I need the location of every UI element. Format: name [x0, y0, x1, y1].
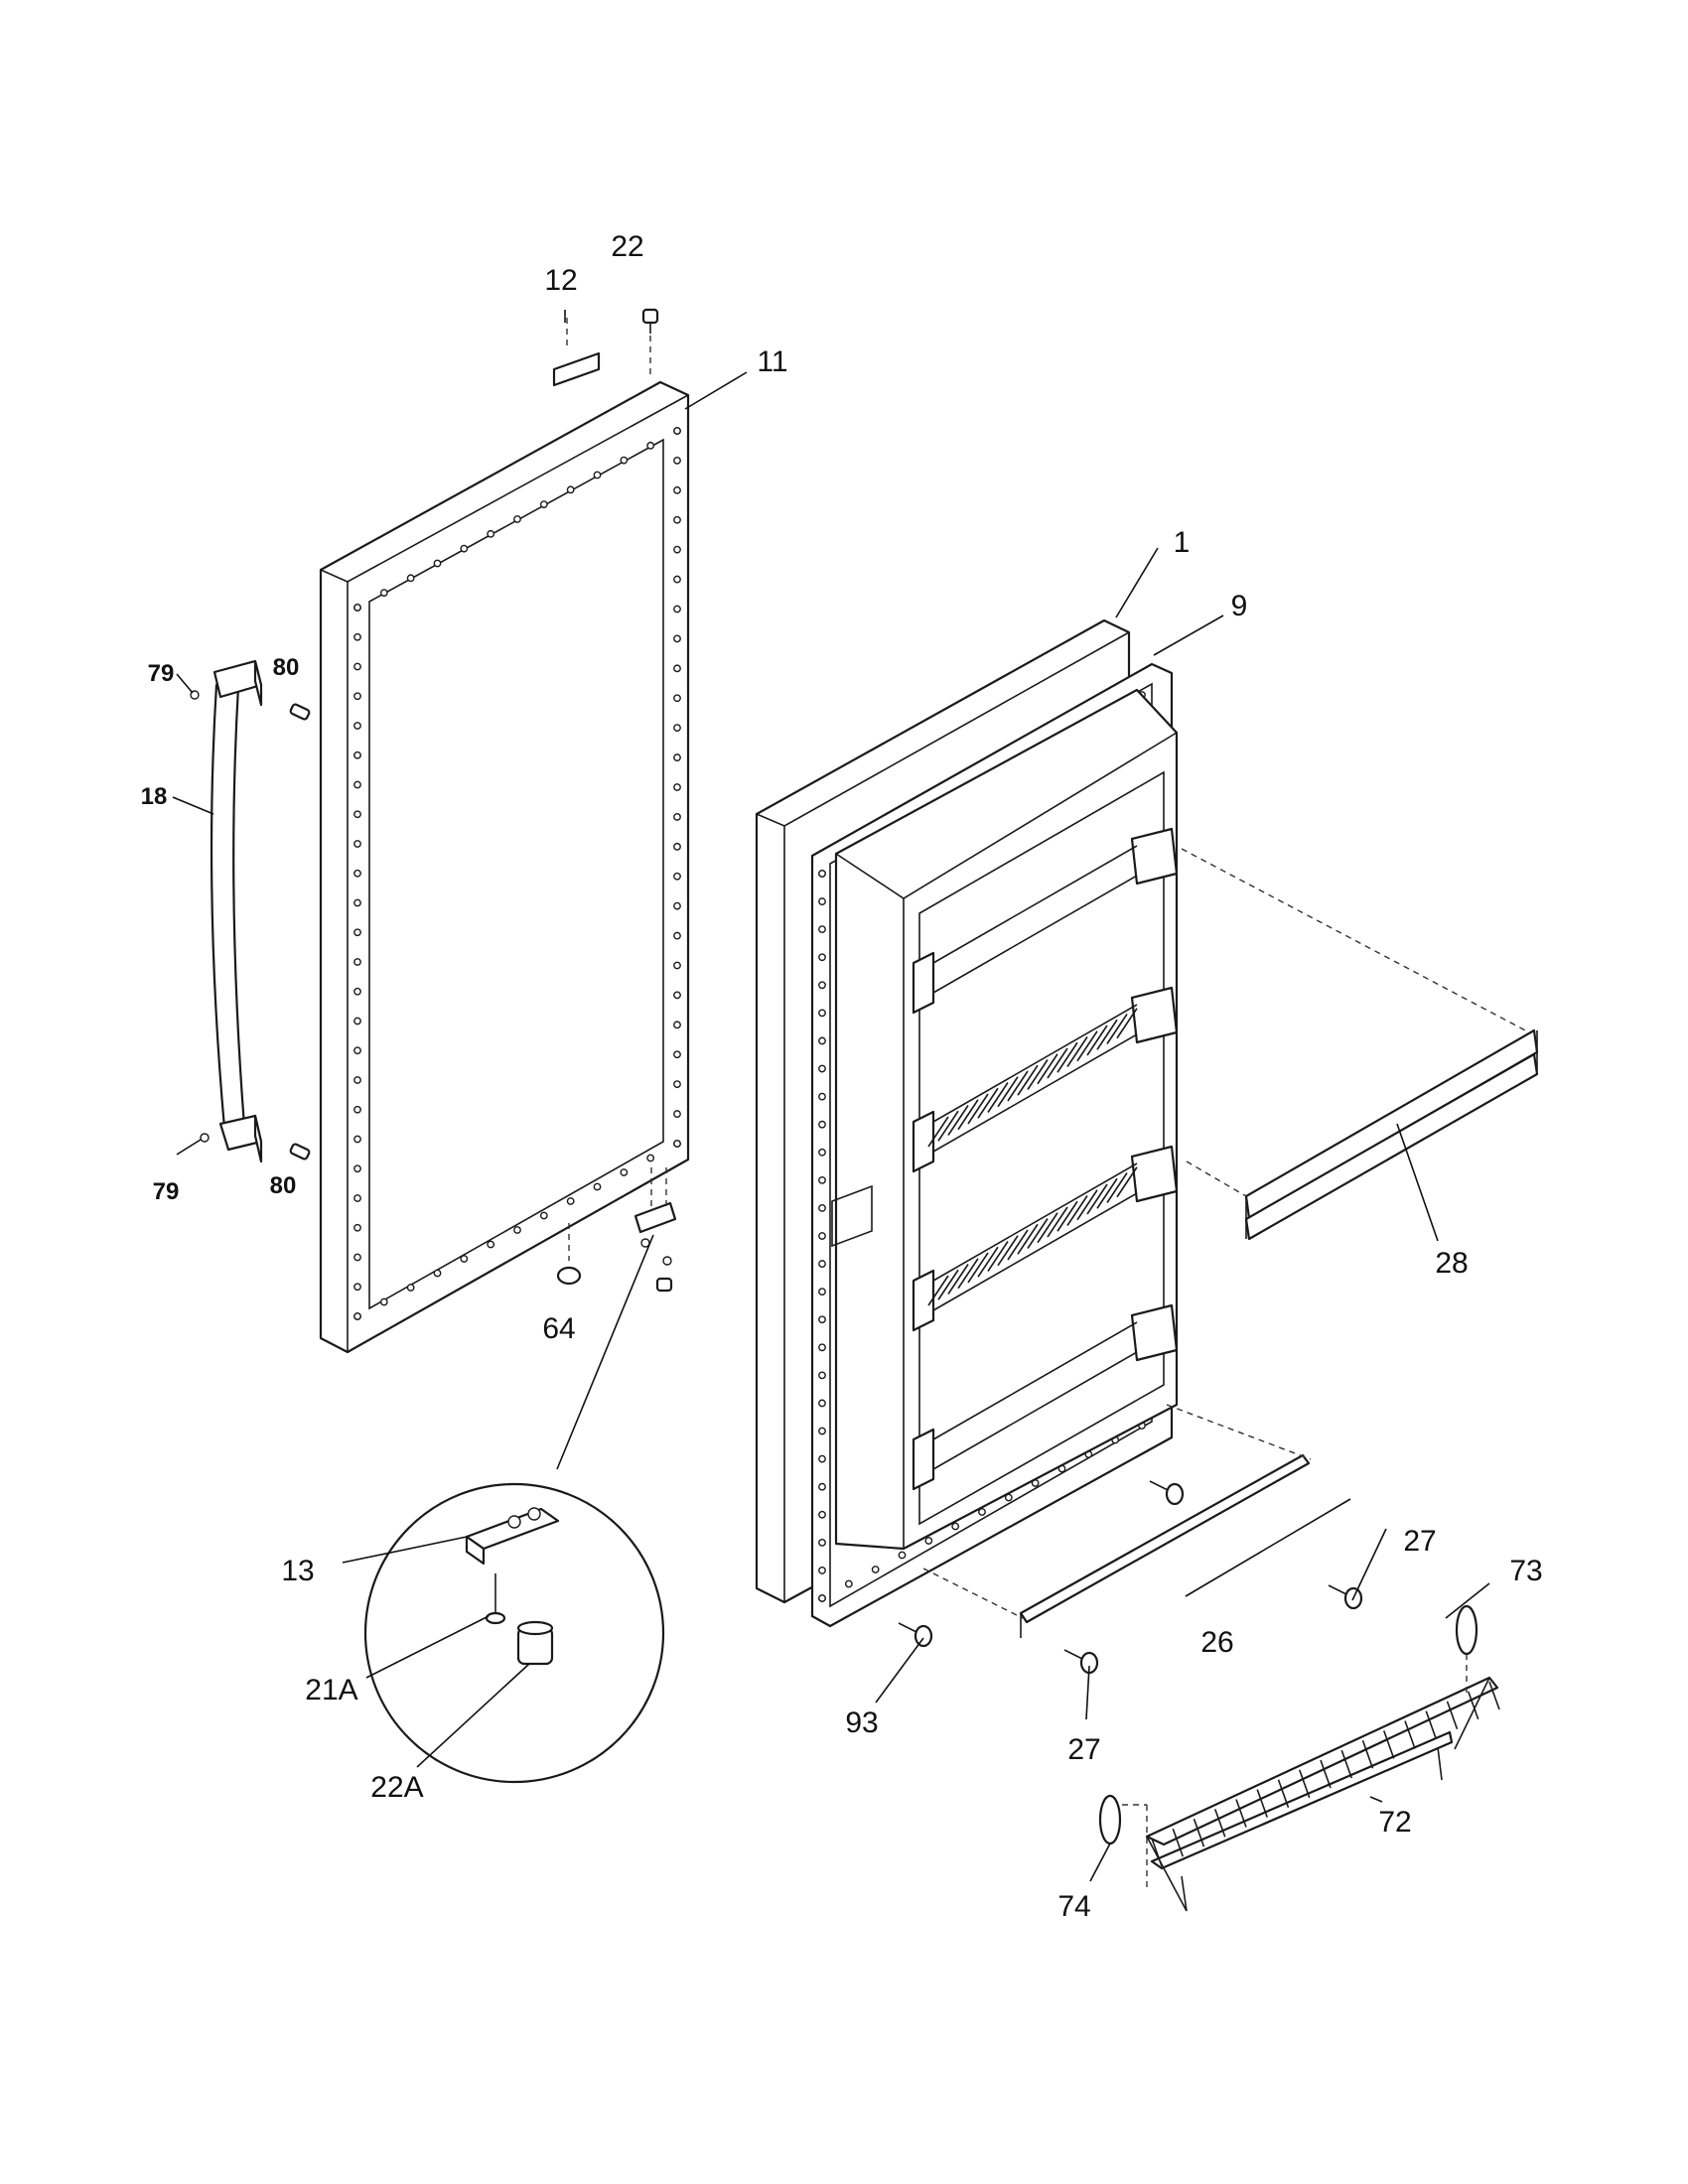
callout-22: 22: [611, 230, 643, 263]
outer-door-panel: [319, 380, 690, 1354]
callout-18: 18: [141, 783, 168, 810]
callout-27-bottom: 27: [1067, 1733, 1100, 1766]
handle-screws: [190, 690, 311, 1160]
callout-80-bottom: 80: [270, 1172, 297, 1199]
bottom-hinge: [556, 1167, 677, 1470]
callout-27-right: 27: [1403, 1525, 1436, 1558]
detail-magnifier: [363, 1482, 665, 1784]
bottom-bar: [922, 1404, 1312, 1638]
leader-lines: [172, 310, 1490, 1882]
callout-9: 9: [1231, 590, 1248, 622]
inner-door-liner: [755, 618, 1179, 1628]
callout-22a: 22A: [370, 1771, 423, 1804]
callout-1: 1: [1174, 526, 1191, 559]
door-basket: [1145, 1676, 1500, 1912]
callout-72: 72: [1378, 1806, 1411, 1839]
shelf-4: [912, 1303, 1179, 1491]
callout-labels: 22 12 11 1 9 79 80 18 79 80 28 64 27 73 …: [141, 230, 1543, 1923]
callout-64: 64: [542, 1312, 575, 1345]
door-shelves: [912, 827, 1179, 1491]
label-plate: [552, 351, 601, 387]
door-handle: [210, 659, 263, 1163]
callout-80-top: 80: [273, 654, 300, 681]
callout-13: 13: [281, 1555, 314, 1587]
callout-26: 26: [1200, 1626, 1233, 1659]
basket-supports: [1098, 1604, 1478, 1891]
callout-74: 74: [1057, 1890, 1090, 1923]
shelf-1: [912, 827, 1179, 1015]
callout-11: 11: [757, 345, 787, 378]
callout-79-top: 79: [148, 660, 175, 687]
panel-holes: [353, 427, 681, 1320]
shelf-rail: [1181, 848, 1539, 1241]
callout-93: 93: [845, 1706, 878, 1739]
shelf-2: [912, 986, 1179, 1173]
callout-28: 28: [1435, 1247, 1468, 1280]
callout-79-bottom: 79: [153, 1178, 180, 1205]
callout-21a: 21A: [305, 1674, 357, 1706]
top-hinge-screw: [641, 308, 659, 377]
callout-73: 73: [1509, 1555, 1542, 1587]
shelf-3: [912, 1145, 1179, 1332]
callout-12: 12: [544, 264, 577, 297]
